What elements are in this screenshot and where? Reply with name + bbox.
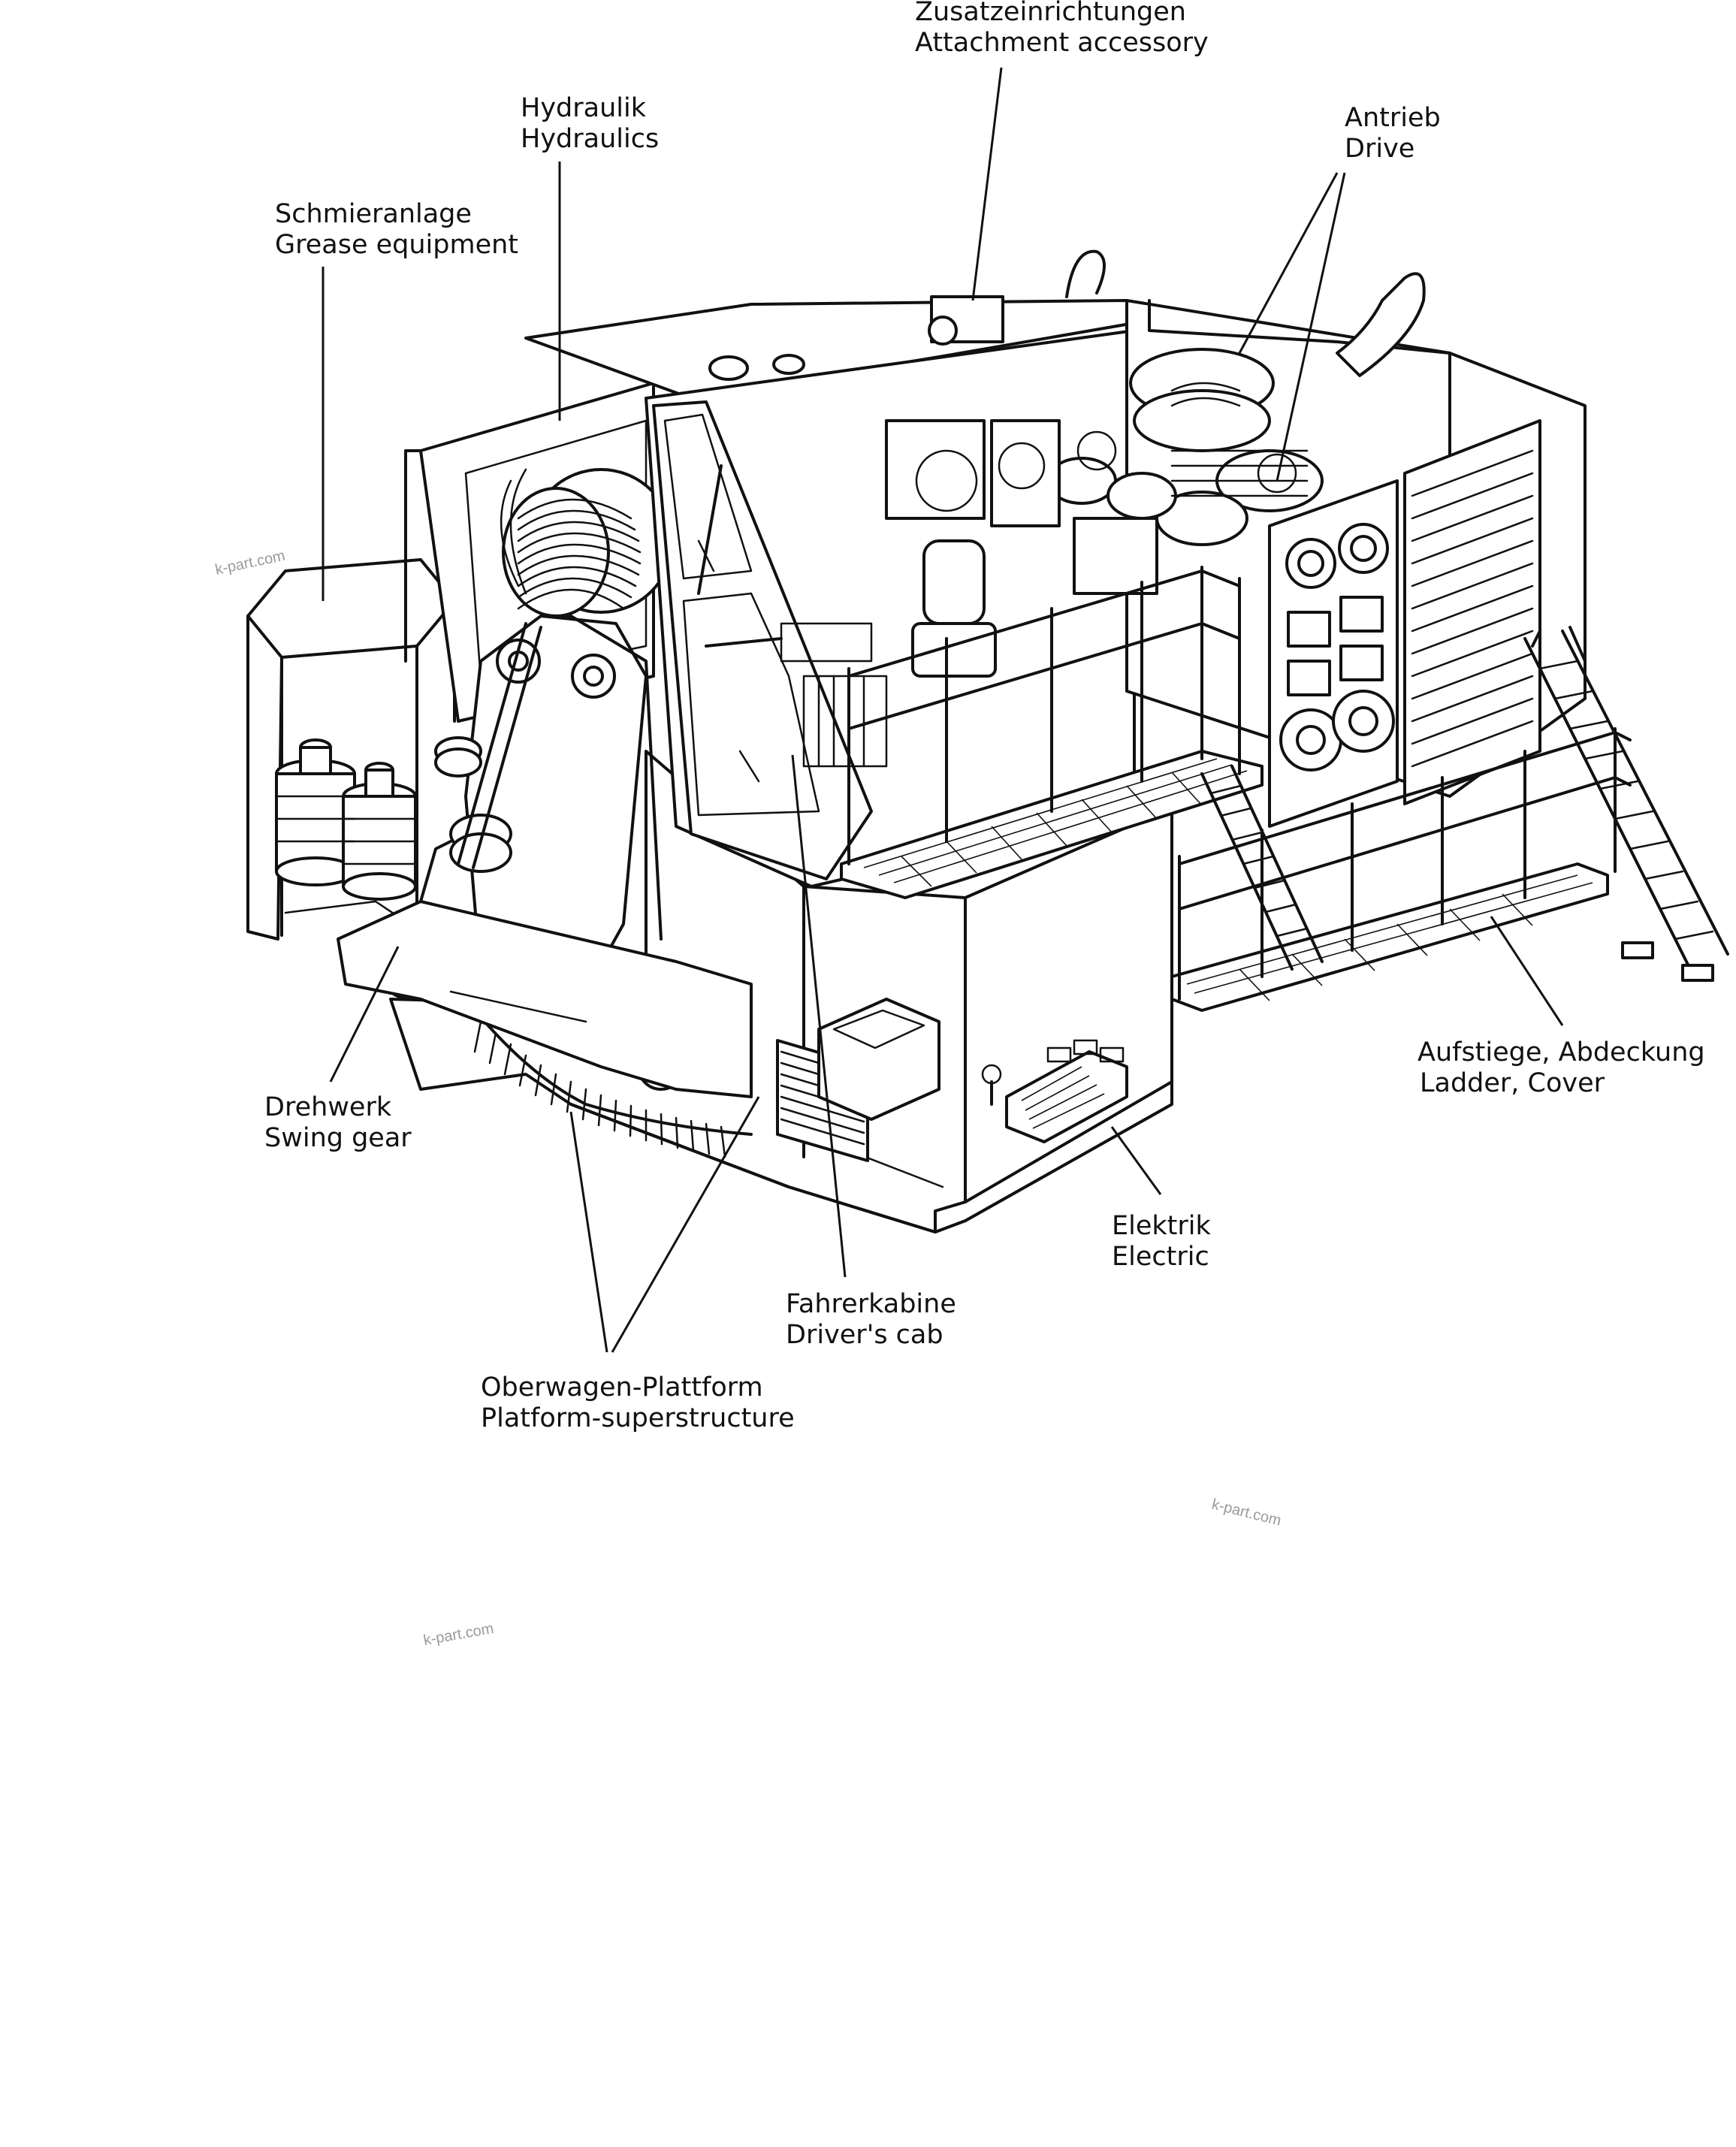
machine-illustration [246, 249, 1729, 1234]
label-attachment-de: Zusatzeinrichtungen [915, 0, 1186, 27]
electric-panel [981, 1039, 1128, 1143]
label-hydraulics-de: Hydraulik [521, 93, 647, 123]
label-cab-de: Fahrerkabine [786, 1289, 956, 1319]
label-platform-de: Oberwagen-Plattform [481, 1372, 763, 1403]
swing-ring-gear [464, 998, 753, 1158]
label-hydraulics-en: Hydraulics [521, 124, 659, 154]
driver-cab [524, 295, 1136, 888]
label-drive-de: Antrieb [1345, 103, 1441, 133]
leader-ladder [1490, 916, 1564, 1026]
leader-platform-a [569, 1111, 608, 1353]
leader-cab [791, 754, 847, 1278]
watermark-bottom: k-part.com [422, 1620, 495, 1649]
label-grease-de: Schmieranlage [275, 199, 472, 229]
callout-leaders [322, 67, 1564, 1353]
label-electric-de: Elektrik [1112, 1211, 1211, 1241]
watermark-mid: k-part.com [1210, 1496, 1283, 1529]
watermark-left: k-part.com [213, 548, 286, 578]
engine-compartment [885, 249, 1587, 828]
leader-swing [329, 946, 400, 1083]
label-platform-en: Platform-superstructure [481, 1403, 795, 1433]
leader-drive-b [1276, 172, 1346, 482]
label-ladder-de: Aufstiege, Abdeckung [1417, 1037, 1705, 1067]
label-swing-en: Swing gear [264, 1123, 412, 1153]
label-cab-en: Driver's cab [786, 1320, 943, 1350]
side-vent-grille [776, 998, 940, 1162]
grease-equipment-box [246, 558, 456, 941]
label-attachment-en: Attachment accessory [915, 28, 1209, 58]
leader-electric [1110, 1126, 1162, 1195]
leader-drive-a [1238, 172, 1339, 354]
label-drive-en: Drive [1345, 134, 1414, 164]
boom-foot-frame [337, 615, 753, 1098]
label-grease-en: Grease equipment [275, 230, 518, 260]
label-swing-de: Drehwerk [264, 1092, 392, 1122]
label-ladder-en: Ladder, Cover [1420, 1068, 1605, 1098]
callout-labels: Zusatzeinrichtungen Attachment accessory… [264, 0, 1705, 1433]
walkways-and-railings [840, 566, 1729, 1012]
label-electric-en: Electric [1112, 1242, 1209, 1272]
leader-attachment [971, 67, 1003, 301]
leader-platform-b [611, 1096, 760, 1353]
